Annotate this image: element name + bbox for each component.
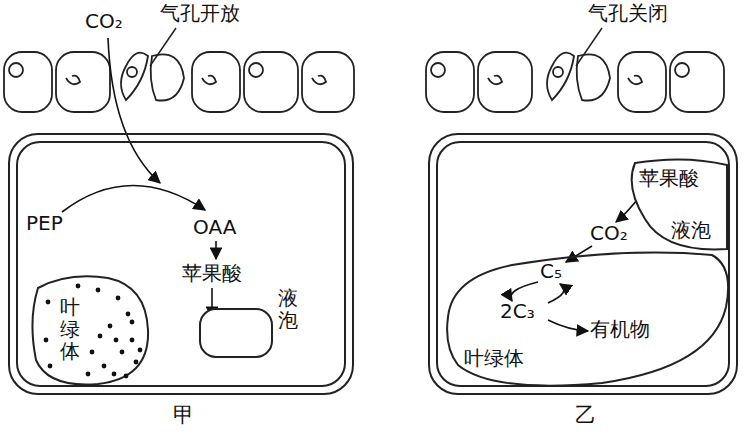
stoma-label: 气孔开放 [160, 2, 240, 25]
leader-line [150, 28, 176, 66]
molecule-label: CO₂ [85, 10, 123, 33]
organelle-label: 叶绿体 [60, 296, 80, 362]
organelle-label: 液泡 [278, 287, 298, 331]
molecule-label: PEP [26, 212, 63, 235]
organelle-label: 叶绿体 [464, 347, 524, 370]
vacuole: 液泡 [190, 283, 300, 378]
compound-label: 苹果酸 [639, 167, 699, 190]
chloroplast: 叶绿体 [28, 270, 153, 388]
molecule-label: OAA [193, 216, 236, 239]
mesophyll-cell: 甲叶绿体液泡 [8, 133, 354, 395]
mesophyll-cell: 乙苹果酸液泡叶绿体 [428, 133, 738, 395]
molecule-label: CO₂ [590, 222, 628, 245]
stoma-label: 气孔关闭 [588, 2, 668, 25]
chloroplast: 叶绿体 [442, 247, 732, 389]
reaction-arrows [62, 38, 640, 331]
organelle-label: 液泡 [671, 219, 711, 242]
panel-caption: 甲 [173, 403, 194, 427]
molecule-label: 苹果酸 [182, 262, 242, 285]
panel-caption: 乙 [575, 403, 596, 427]
vacuole: 苹果酸液泡 [625, 157, 730, 252]
molecule-label: C₅ [540, 260, 562, 283]
molecule-label: 有机物 [590, 318, 650, 341]
molecule-label: 2C₃ [500, 300, 535, 323]
chloroplast-outline [28, 270, 153, 388]
leader-line [576, 28, 602, 66]
